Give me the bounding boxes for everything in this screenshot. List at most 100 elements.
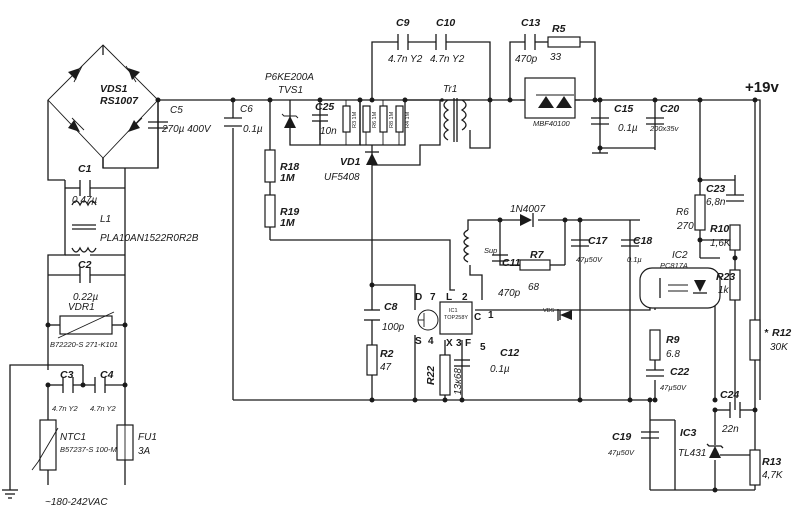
IC3-ref: IC3 <box>680 427 697 439</box>
C20-ref: C20 <box>660 103 679 115</box>
IC2-value: PC817A <box>660 261 688 270</box>
R2-resistor <box>366 344 378 376</box>
C5-capacitor <box>148 121 168 129</box>
pin-F: F <box>465 338 471 349</box>
C8-value: 100p <box>382 322 405 333</box>
C11-capacitor <box>492 254 508 262</box>
C6-value: 0.1µ <box>243 124 263 135</box>
C6-ref: C6 <box>240 104 253 115</box>
VD1-ref: VD1 <box>340 156 361 168</box>
1N4007-diode <box>520 213 534 227</box>
C4-value: 4.7n Y2 <box>90 404 117 413</box>
pin-C: C <box>474 312 481 323</box>
L1-value: PLA10AN1522R0R2B <box>100 233 199 244</box>
MBF-value: MBF40100 <box>533 119 571 128</box>
pin-S: S <box>415 336 422 347</box>
pin-7: 7 <box>430 292 436 303</box>
bleed-r3: R8 1M <box>389 111 395 128</box>
C1-ref: C1 <box>78 163 92 175</box>
C3-ref: C3 <box>60 369 74 381</box>
C20-capacitor <box>646 117 664 125</box>
pin-D: D <box>415 292 422 303</box>
VDS1-ref: VDS1 <box>100 83 128 95</box>
R7-resistor <box>519 259 551 271</box>
R19-resistor <box>264 194 276 228</box>
R9-ref: R9 <box>666 334 680 346</box>
C18-capacitor <box>621 239 639 247</box>
R23-ref: R23 <box>716 271 735 283</box>
C17-value: 47µ50V <box>576 255 603 264</box>
R22-resistor <box>439 354 451 396</box>
C10-value: 4.7n Y2 <box>430 54 465 65</box>
ground-icon <box>2 489 18 499</box>
IC1-ref: IC1 <box>449 308 458 314</box>
R12-ref: R12 <box>772 327 791 339</box>
VDS1-value: RS1007 <box>100 95 139 107</box>
C15-capacitor <box>591 117 609 125</box>
TVS1-suppressor <box>281 113 299 128</box>
R6-value: 270 <box>676 221 694 232</box>
C12-capacitor <box>454 359 470 367</box>
VDS-ref: VDS <box>543 308 555 314</box>
C11-value: 470p <box>498 288 521 299</box>
R9-value: 6.8 <box>666 349 680 360</box>
R2-ref: R2 <box>380 348 394 360</box>
R18-value: 1M <box>280 172 295 184</box>
C8-capacitor <box>364 309 380 321</box>
C25-capacitor <box>312 114 328 145</box>
R10-value: 1,6K <box>710 238 732 249</box>
NTC1-value: B57237-S 100-M <box>60 445 117 454</box>
IC3-value: TL431 <box>678 448 706 459</box>
R13-ref: R13 <box>762 456 781 468</box>
R22-ref: R22 <box>425 366 437 385</box>
R6-ref: R6 <box>676 207 689 218</box>
wires <box>9 41 761 491</box>
pin-X: X <box>446 338 453 349</box>
C5-ref: C5 <box>170 105 183 116</box>
pin-3: 3 <box>456 338 462 349</box>
IC2-optocoupler <box>639 267 721 309</box>
1N4007-value: 1N4007 <box>510 204 545 215</box>
C10-capacitor <box>435 34 447 50</box>
pin-4: 4 <box>428 336 434 347</box>
VDS-diode <box>557 309 572 321</box>
L1-choke <box>71 200 97 253</box>
R12-value: 30K <box>770 342 789 353</box>
bridge-rectifier <box>47 44 159 159</box>
FU1-ref: FU1 <box>138 432 157 443</box>
NTC1-thermistor <box>31 419 59 471</box>
NTC1-ref: NTC1 <box>60 432 86 443</box>
Tr1-transformer <box>440 98 467 142</box>
MBF40100-diode <box>524 77 576 119</box>
C23-value: 6,8n <box>706 197 726 208</box>
R12-mark: * <box>764 327 769 339</box>
VDR1-varistor <box>57 311 115 339</box>
R19-value: 1M <box>280 217 295 229</box>
pin-1: 1 <box>488 310 494 321</box>
pin-2: 2 <box>462 292 468 303</box>
C3-value: 4.7n Y2 <box>52 404 79 413</box>
C24-value: 22n <box>721 424 739 435</box>
IC1-value: TOP258Y <box>444 315 468 321</box>
C4-ref: C4 <box>100 369 114 381</box>
C23-ref: C23 <box>706 183 725 195</box>
R19-ref: R19 <box>280 206 299 218</box>
TVS1-ref: TVS1 <box>278 85 303 96</box>
labels: +19v ~180-242VAC VDS1 RS1007 C5 270µ 400… <box>45 17 791 508</box>
TVS1-value: P6KE200A <box>265 72 314 83</box>
R7-value: 68 <box>528 282 540 293</box>
C2-value: 0.22µ <box>73 292 98 303</box>
C9-ref: C9 <box>396 17 410 29</box>
R2-value: 47 <box>380 362 392 373</box>
Tr1-ref: Tr1 <box>443 84 457 95</box>
C10-ref: C10 <box>436 17 455 29</box>
C13-ref: C13 <box>521 17 540 29</box>
C12-value: 0.1µ <box>490 364 510 375</box>
R9-resistor <box>649 329 661 361</box>
input-voltage-label: ~180-242VAC <box>45 497 108 508</box>
C11-ref: C11 <box>502 257 521 269</box>
C5-value: 270µ 400V <box>161 124 212 135</box>
C3-capacitor <box>62 377 74 393</box>
R13-resistor <box>749 449 761 486</box>
